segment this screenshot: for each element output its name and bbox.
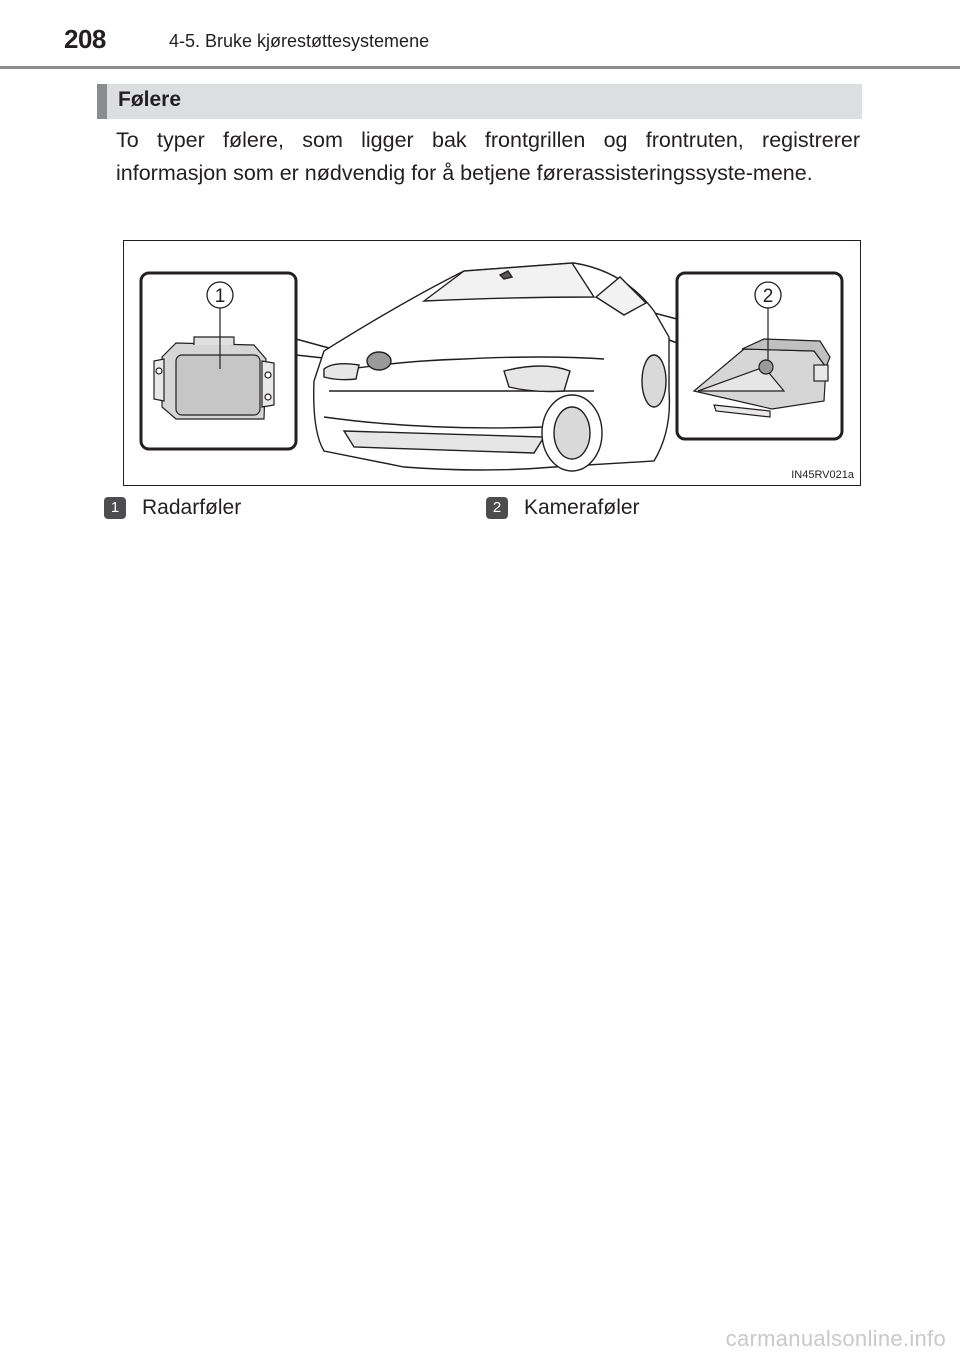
page-number: 208	[64, 24, 106, 54]
section-title: Følere	[118, 88, 182, 111]
callout-2-circle	[754, 281, 782, 309]
section-bar-accent	[97, 84, 107, 119]
running-head: 4-5. Bruke kjørestøttesystemene	[169, 31, 430, 51]
header-rule	[0, 66, 960, 69]
radar-sensor-drawing	[153, 336, 275, 420]
callout-2-number: 2	[763, 286, 774, 307]
car-illustration: 1 2	[139, 262, 844, 472]
callout-1-circle	[206, 281, 234, 309]
caption-item-1: 1 Radarføler	[104, 494, 241, 522]
callout-1-number: 1	[215, 286, 226, 307]
figure-code: IN45RV021a	[791, 469, 854, 481]
section-bar	[97, 84, 862, 119]
sensor-figure: 1 2	[123, 240, 861, 486]
caption-number-badge: 2	[486, 497, 508, 519]
caption-item-2: 2 Kameraføler	[486, 494, 640, 522]
caption-label: Radarføler	[142, 496, 242, 519]
caption-number-badge: 1	[104, 497, 126, 519]
body-paragraph: To typer følere, som ligger bak frontgri…	[116, 128, 860, 185]
car-body	[313, 262, 671, 472]
watermark: carmanualsonline.info	[725, 1326, 946, 1351]
caption-label: Kameraføler	[524, 496, 640, 519]
camera-sensor-drawing	[692, 338, 831, 418]
